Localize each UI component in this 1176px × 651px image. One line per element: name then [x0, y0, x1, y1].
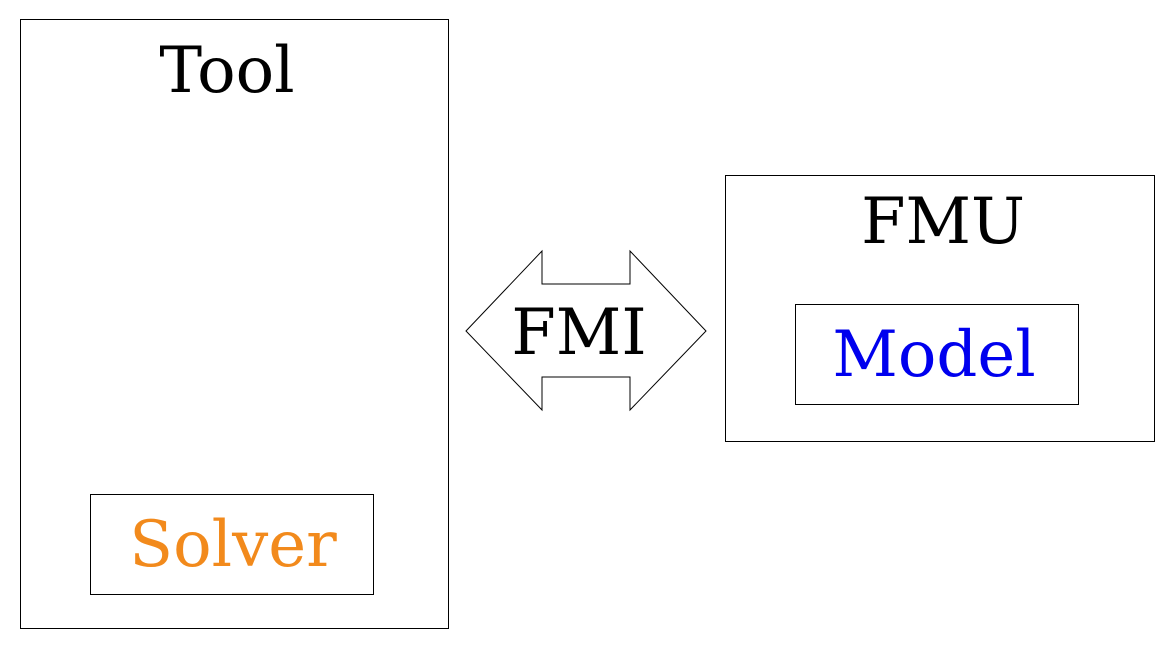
solver-box: [90, 494, 374, 595]
solver-block: Solver: [90, 494, 374, 595]
model-label: Model: [832, 318, 1035, 392]
solver-label: Solver: [129, 508, 337, 582]
fmi-label: FMI: [511, 296, 646, 370]
fmi-interface: FMI: [465, 249, 707, 412]
double-arrow-icon: [465, 249, 707, 412]
tool-title: Tool: [159, 34, 294, 108]
fmu-title: FMU: [861, 185, 1025, 259]
model-block: Model: [795, 304, 1079, 405]
model-box: [795, 304, 1079, 405]
